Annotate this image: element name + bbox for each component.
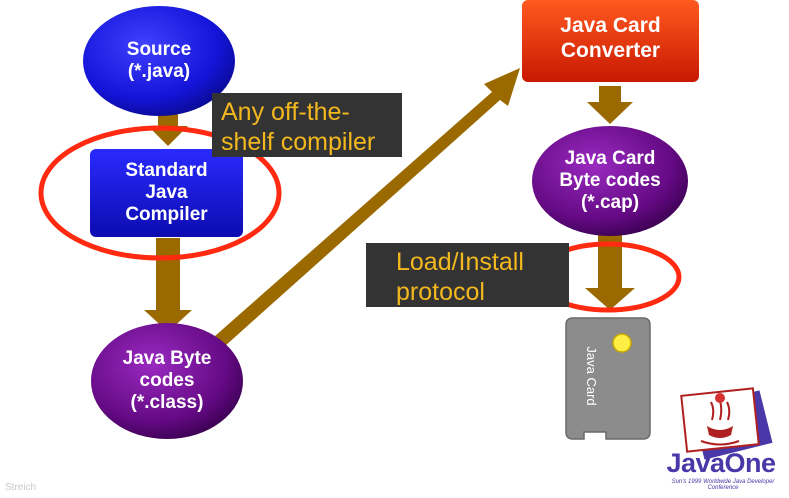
- source-node-label: Source (*.java): [126, 39, 192, 82]
- arrow-cap-to-card: [585, 235, 635, 310]
- java-card: [565, 317, 651, 440]
- arrow-bytecodes-to-converter: [215, 68, 520, 346]
- bytecodes-node: [91, 323, 243, 439]
- arrow-converter-to-cap: [587, 86, 633, 124]
- compiler-node: [90, 149, 243, 237]
- bytecodes-node-label: Java Byte codes (*.class): [122, 348, 212, 413]
- converter-node-label: Java Card Converter: [560, 14, 661, 62]
- javaone-logo-subtitle: Sun's 1999 Worldwide Java Developer Conf…: [671, 479, 775, 491]
- compiler-callout: Any off-the- shelf compiler: [212, 93, 402, 157]
- java-card-body: [565, 317, 651, 440]
- card-chip-icon: [612, 333, 632, 353]
- source-node: [83, 6, 235, 116]
- javaone-logo-icon: [680, 387, 773, 460]
- compiler-node-label: Standard Java Compiler: [125, 160, 208, 225]
- arrow-compiler-to-bytecodes: [144, 238, 192, 332]
- javaone-logo-text: JavaOne: [666, 448, 776, 478]
- converter-node: [522, 0, 699, 82]
- java-card-label: Java Card: [584, 346, 599, 406]
- compiler-highlight-ring: [38, 125, 282, 261]
- install-callout: Load/Install protocol: [366, 243, 569, 307]
- author-footer: Streich: [5, 482, 37, 493]
- cap-node-label: Java Card Byte codes (*.cap): [559, 148, 661, 213]
- flow-arrows: [144, 68, 635, 346]
- cap-node: [532, 126, 688, 236]
